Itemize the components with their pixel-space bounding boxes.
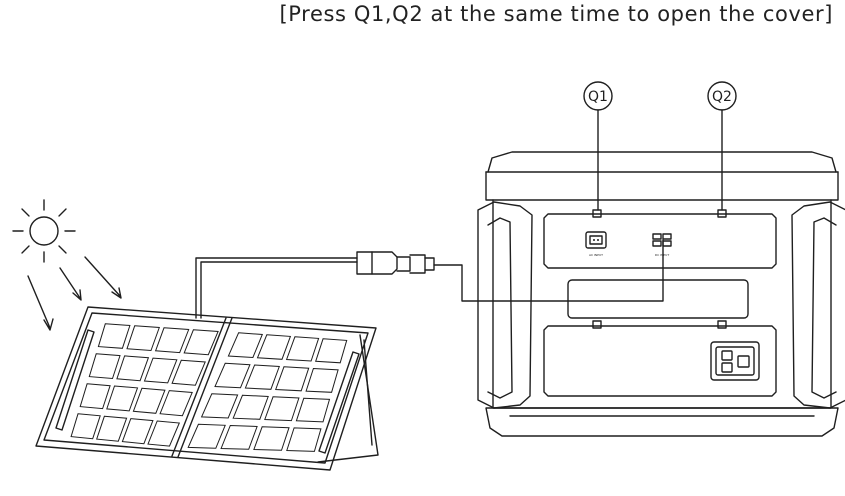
solar-panel [35, 306, 379, 471]
instruction-caption: [Press Q1,Q2 at the same time to open th… [279, 2, 833, 26]
solar-cell [116, 355, 150, 382]
solar-cell [274, 366, 310, 392]
sun-icon [12, 199, 76, 263]
solar-cell [264, 396, 300, 422]
solar-cell [200, 393, 239, 419]
q2-label: Q2 [712, 89, 732, 105]
solar-cell [88, 353, 121, 380]
solar-cell [295, 397, 331, 423]
solar-cell [232, 394, 269, 420]
solar-cell [305, 367, 339, 393]
connector-plug [356, 251, 435, 275]
solar-cell [227, 332, 264, 359]
solar-cell [244, 364, 281, 390]
solar-cell [286, 427, 322, 452]
solar-cell [285, 336, 320, 362]
solar-cell [315, 338, 348, 364]
solar-cell [187, 423, 226, 449]
solar-cell [214, 362, 251, 389]
q1-latch[interactable] [592, 209, 602, 218]
solar-cell [253, 426, 290, 451]
sun-ray-arrows [27, 256, 122, 331]
solar-cell [132, 387, 166, 414]
q2-callout: Q2 [707, 81, 737, 211]
solar-cell [106, 385, 139, 412]
solar-cell [126, 325, 160, 352]
solar-cell [147, 420, 181, 447]
dc-input-label: DC INPUT [655, 253, 669, 257]
q2-latch[interactable] [717, 209, 727, 218]
lower-left-latch [592, 320, 602, 329]
q1-label: Q1 [588, 89, 608, 105]
dc-input-port: DC INPUT [652, 233, 672, 257]
solar-cell [154, 327, 190, 354]
q1-callout: Q1 [583, 81, 613, 211]
solar-cell [70, 413, 101, 440]
solar-cell [79, 383, 111, 410]
charging-cable [195, 239, 664, 319]
solar-cell [121, 418, 154, 445]
solar-cell [256, 334, 292, 360]
solar-cell [171, 359, 206, 386]
solar-cell [220, 424, 258, 450]
power-station: AC INPUT DC INPUT [477, 151, 845, 437]
ac-input-port: AC INPUT [585, 231, 607, 257]
solar-cell [143, 357, 178, 384]
solar-cell [96, 415, 128, 442]
lower-right-latch [717, 320, 727, 329]
solar-cell [183, 329, 219, 356]
solar-cell [97, 323, 131, 349]
ac-input-label: AC INPUT [589, 253, 603, 257]
solar-cell [159, 390, 193, 417]
ac-outlet [710, 341, 760, 381]
